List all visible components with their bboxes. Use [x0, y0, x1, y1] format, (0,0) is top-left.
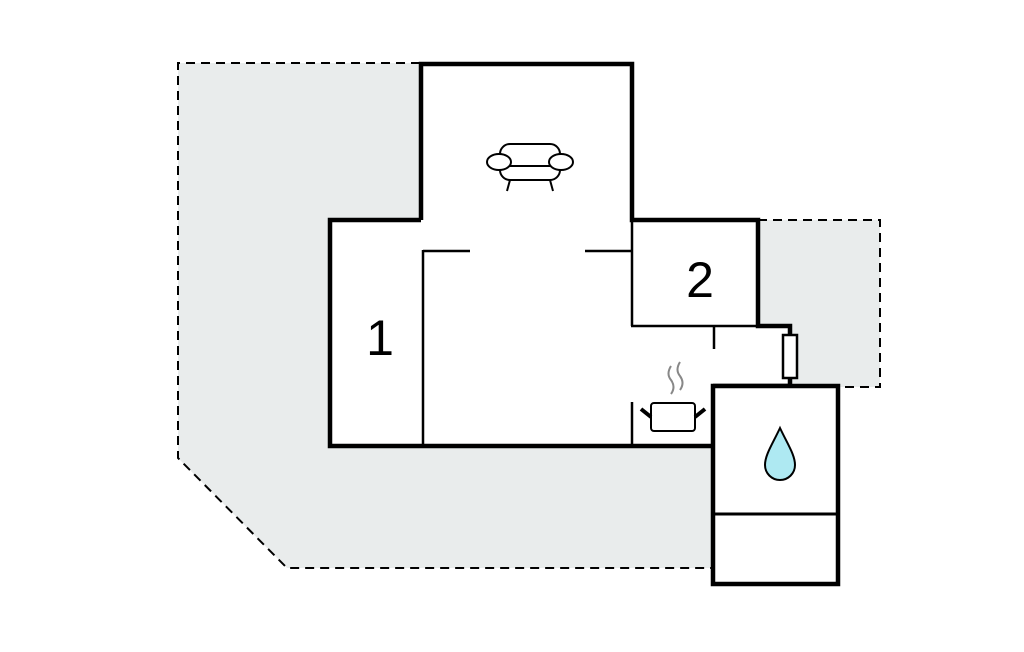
terrace-right — [758, 220, 880, 387]
room-label-1: 1 — [366, 310, 394, 366]
water-drop-icon — [763, 425, 797, 481]
terrace-main — [178, 63, 712, 568]
room-label-2: 2 — [686, 252, 714, 308]
exterior-door — [781, 333, 799, 380]
terrace-main-outline — [177, 62, 712, 569]
sofa-icon — [486, 143, 574, 192]
cooking-pot-icon — [639, 361, 707, 432]
interior-walls — [421, 220, 758, 446]
terrace-right-outline — [758, 219, 881, 388]
bathroom — [710, 383, 841, 587]
building-floor — [330, 64, 790, 446]
